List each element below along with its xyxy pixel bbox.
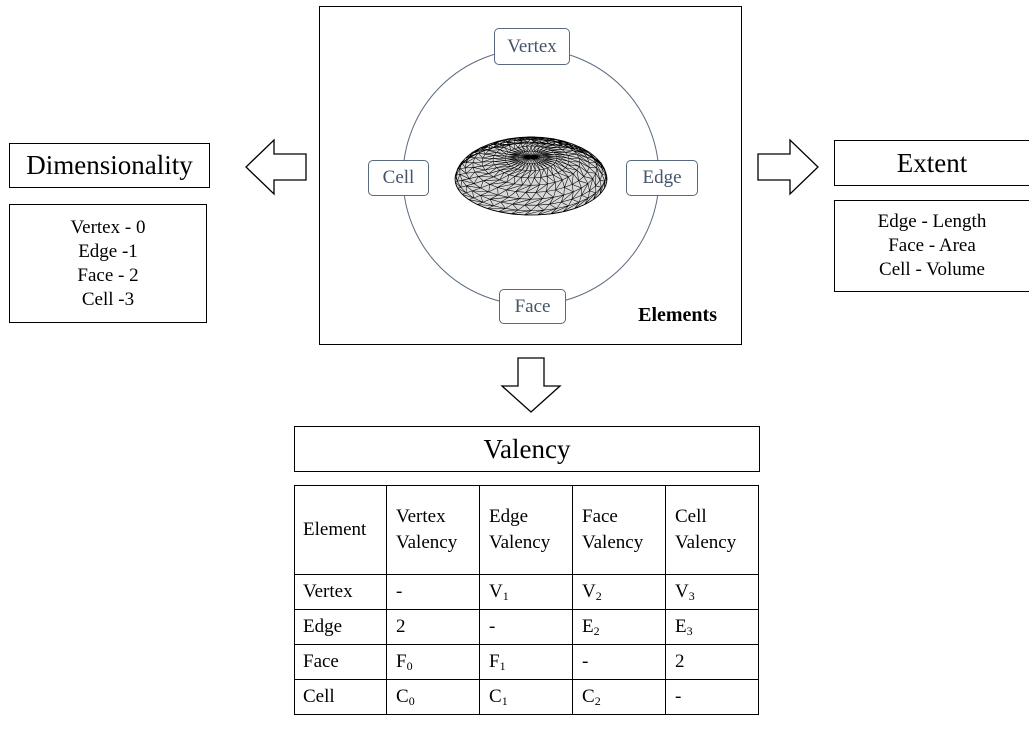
arrow-left-icon <box>245 138 307 196</box>
extent-list: Edge - Length Face - Area Cell - Volume <box>834 200 1029 292</box>
valency-cell: C2 <box>572 679 666 715</box>
valency-cell: - <box>572 644 666 680</box>
header-cell: Cell Valency <box>665 485 759 575</box>
elements-label: Elements <box>638 304 717 326</box>
node-edge-label: Edge <box>642 167 682 188</box>
dimensionality-item: Vertex - 0 <box>70 216 146 238</box>
row-label-cell: Vertex <box>294 574 387 610</box>
dimensionality-item: Cell -3 <box>81 288 135 310</box>
valency-cell: 2 <box>386 609 480 645</box>
dimensionality-title-box: Dimensionality <box>9 143 210 188</box>
valency-title-box: Valency <box>294 426 760 472</box>
header-cell: Face Valency <box>572 485 666 575</box>
row-label-cell: Face <box>294 644 387 680</box>
valency-cell: V1 <box>479 574 573 610</box>
dimensionality-title: Dimensionality <box>26 150 193 180</box>
header-cell: Vertex Valency <box>386 485 480 575</box>
arrow-down-icon <box>500 357 562 413</box>
node-vertex-label: Vertex <box>507 35 557 57</box>
valency-cell: - <box>479 609 573 645</box>
valency-cell: F0 <box>386 644 480 680</box>
header-cell: Element <box>294 485 387 575</box>
valency-cell: E2 <box>572 609 666 645</box>
valency-cell: - <box>386 574 480 610</box>
valency-cell: 2 <box>665 644 759 680</box>
valency-cell: - <box>665 679 759 715</box>
valency-header-row: Element Vertex Valency Edge Valency Face… <box>294 485 759 575</box>
row-label-cell: Cell <box>294 679 387 715</box>
node-face-label: Face <box>514 295 551 317</box>
extent-item: Face - Area <box>888 235 976 256</box>
extent-title: Extent <box>896 147 968 178</box>
dimensionality-list: Vertex - 0 Edge -1 Face - 2 Cell -3 <box>9 204 207 323</box>
header-cell: Edge Valency <box>479 485 573 575</box>
row-label-cell: Edge <box>294 609 387 645</box>
node-cell-label: Cell <box>382 167 415 188</box>
extent-title-box: Extent <box>834 140 1029 186</box>
valency-table: Element Vertex Valency Edge Valency Face… <box>294 485 759 715</box>
valency-cell: F1 <box>479 644 573 680</box>
node-face: Face <box>499 289 566 324</box>
node-vertex: Vertex <box>494 28 570 65</box>
arrow-right-icon <box>757 138 819 196</box>
extent-item: Cell - Volume <box>879 259 985 280</box>
valency-cell: C1 <box>479 679 573 715</box>
dimensionality-item: Edge -1 <box>78 240 138 262</box>
valency-cell: E3 <box>665 609 759 645</box>
dimensionality-item: Face - 2 <box>77 264 139 286</box>
triangulated-dome-icon <box>454 136 608 216</box>
node-edge: Edge <box>626 160 698 196</box>
extent-item: Edge - Length <box>877 211 987 232</box>
elements-panel: Vertex Edge Face Cell Elements <box>319 6 742 345</box>
valency-title: Valency <box>483 433 571 464</box>
node-cell: Cell <box>368 160 429 196</box>
valency-cell: V3 <box>665 574 759 610</box>
valency-cell: V2 <box>572 574 666 610</box>
valency-cell: C0 <box>386 679 480 715</box>
